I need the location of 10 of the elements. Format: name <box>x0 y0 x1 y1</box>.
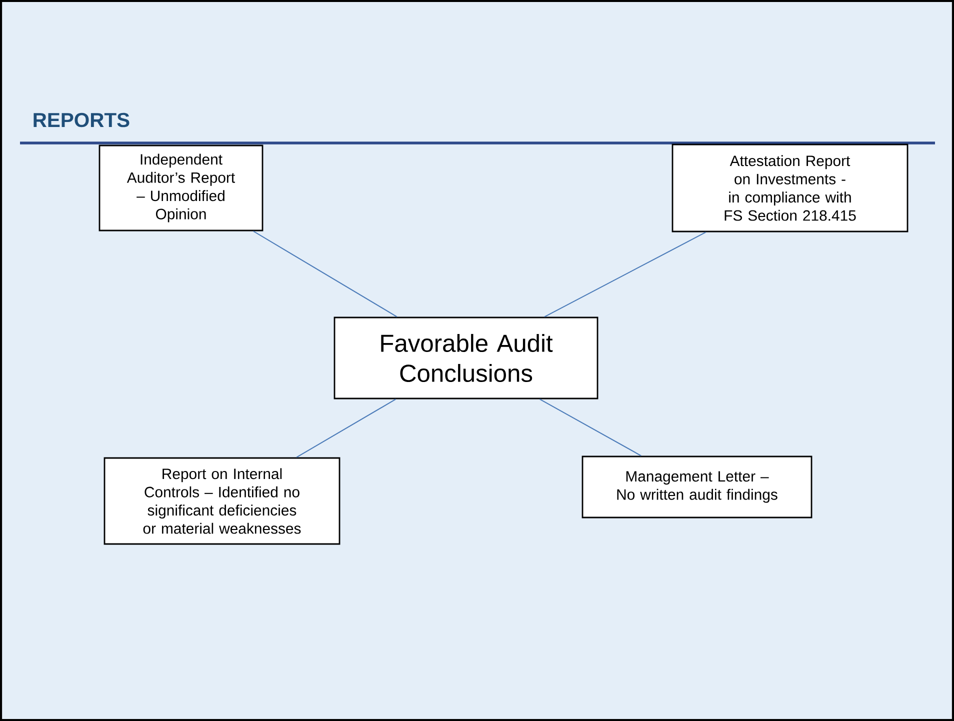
conclusion-box: Favorable Audit Conclusions <box>334 316 598 400</box>
connector-line <box>253 230 398 318</box>
report-box: Management Letter – No written audit findings <box>582 456 812 518</box>
report-box: Independent Auditor’s Report – Unmodified Opinion <box>98 144 264 232</box>
connector-line <box>296 398 396 458</box>
connector-line <box>540 398 642 456</box>
slide-title: REPORTS <box>34 112 130 128</box>
report-box: Report on Internal Controls – Identified no significant deficiencies or material weaknesses <box>104 457 340 545</box>
report-box: Attestation Report on Investments - in compliance with FS Section 218.415 <box>672 144 908 232</box>
connector-line <box>544 232 706 318</box>
